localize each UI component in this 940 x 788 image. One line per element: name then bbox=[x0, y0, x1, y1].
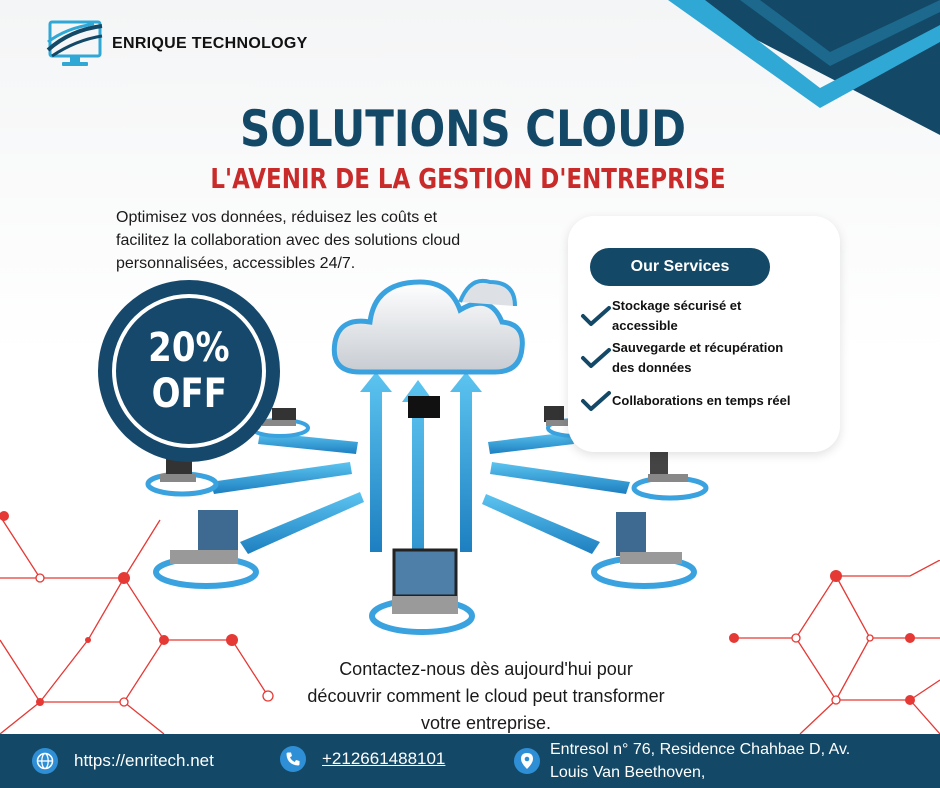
monitor-logo-icon bbox=[46, 20, 103, 66]
service-item-line: Collaborations en temps réel bbox=[612, 393, 791, 408]
laptop-icon bbox=[591, 512, 697, 589]
laptop-icon bbox=[145, 458, 219, 497]
intro-text: Optimisez vos données, réduisez les coût… bbox=[116, 206, 536, 275]
service-item-line: accessible bbox=[612, 318, 678, 333]
website-link[interactable]: https://enritech.net bbox=[32, 748, 214, 774]
contact-line: découvrir comment le cloud peut transfor… bbox=[307, 686, 665, 706]
discount-percent: 20% bbox=[148, 325, 230, 371]
contact-line: votre entreprise. bbox=[420, 713, 552, 733]
laptop-icon bbox=[250, 408, 310, 438]
discount-badge: 20% OFF bbox=[98, 280, 280, 462]
laptop-icon bbox=[369, 548, 475, 635]
footer-bar: https://enritech.net +212661488101 Entre… bbox=[0, 734, 940, 788]
laptop-icon bbox=[153, 510, 259, 589]
discount-ring: 20% OFF bbox=[112, 294, 266, 448]
service-item: Sauvegarde et récupération des données bbox=[580, 338, 783, 378]
check-icon bbox=[581, 391, 611, 411]
hex-network-left bbox=[0, 511, 274, 734]
intro-line: personnalisées, accessibles 24/7. bbox=[116, 255, 356, 272]
hex-network-right bbox=[729, 560, 940, 734]
contact-text: Contactez-nous dès aujourd'hui pour déco… bbox=[268, 656, 704, 737]
phone-link[interactable]: +212661488101 bbox=[280, 746, 445, 772]
brand-name: ENRIQUE TECHNOLOGY bbox=[112, 35, 308, 52]
contact-line: Contactez-nous dès aujourd'hui pour bbox=[339, 659, 633, 679]
service-item: Collaborations en temps réel bbox=[580, 390, 790, 412]
page-title: SOLUTIONS CLOUD bbox=[239, 100, 687, 158]
cloud-network-illustration bbox=[145, 279, 709, 635]
services-card: Our Services Stockage sécurisé et access… bbox=[568, 216, 840, 452]
address-text: Entresol n° 76, Residence Chahbae D, Av.… bbox=[550, 738, 920, 784]
phone-icon bbox=[280, 746, 306, 772]
website-text: https://enritech.net bbox=[74, 751, 214, 770]
check-icon bbox=[581, 306, 611, 326]
phone-text: +212661488101 bbox=[322, 749, 446, 768]
address-line: Entresol n° 76, Residence Chahbae D, Av. bbox=[550, 741, 851, 758]
top-right-decoration bbox=[668, 0, 940, 135]
service-item-line: Stockage sécurisé et bbox=[612, 298, 742, 313]
discount-label: OFF bbox=[151, 371, 227, 417]
brand: ENRIQUE TECHNOLOGY bbox=[46, 20, 308, 68]
intro-line: facilitez la collaboration avec des solu… bbox=[116, 232, 461, 249]
address: Entresol n° 76, Residence Chahbae D, Av.… bbox=[514, 738, 920, 784]
service-item-line: des données bbox=[612, 360, 692, 375]
service-item: Stockage sécurisé et accessible bbox=[580, 296, 741, 336]
address-line: Louis Van Beethoven, bbox=[550, 764, 706, 781]
page-subtitle: L'AVENIR DE LA GESTION D'ENTREPRISE bbox=[210, 162, 726, 195]
service-item-line: Sauvegarde et récupération bbox=[612, 340, 784, 355]
globe-icon bbox=[32, 748, 58, 774]
laptop-icon bbox=[408, 396, 440, 418]
intro-line: Optimisez vos données, réduisez les coût… bbox=[116, 209, 438, 226]
check-icon bbox=[581, 348, 611, 368]
cloud-icon bbox=[331, 279, 525, 375]
services-heading: Our Services bbox=[590, 248, 770, 286]
laptop-icon bbox=[631, 444, 709, 501]
location-pin-icon bbox=[514, 748, 540, 774]
